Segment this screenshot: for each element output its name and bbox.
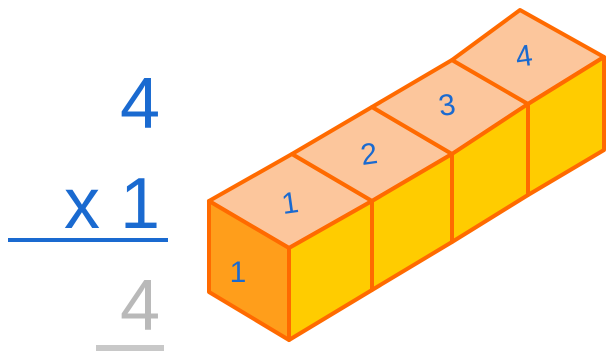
- top-label-4: 4: [514, 39, 535, 74]
- product-underline: [96, 345, 164, 351]
- multiplicand: 4: [119, 64, 160, 144]
- sum-line: [8, 238, 168, 242]
- top-label-2: 2: [359, 137, 380, 172]
- multiplier: x 1: [63, 164, 160, 244]
- front-label-1: 1: [230, 256, 247, 289]
- top-label-1: 1: [280, 186, 301, 221]
- product: 4: [119, 266, 160, 346]
- top-label-3: 3: [437, 88, 458, 123]
- block-1-front: [207, 199, 291, 342]
- block-4-side: [526, 55, 606, 197]
